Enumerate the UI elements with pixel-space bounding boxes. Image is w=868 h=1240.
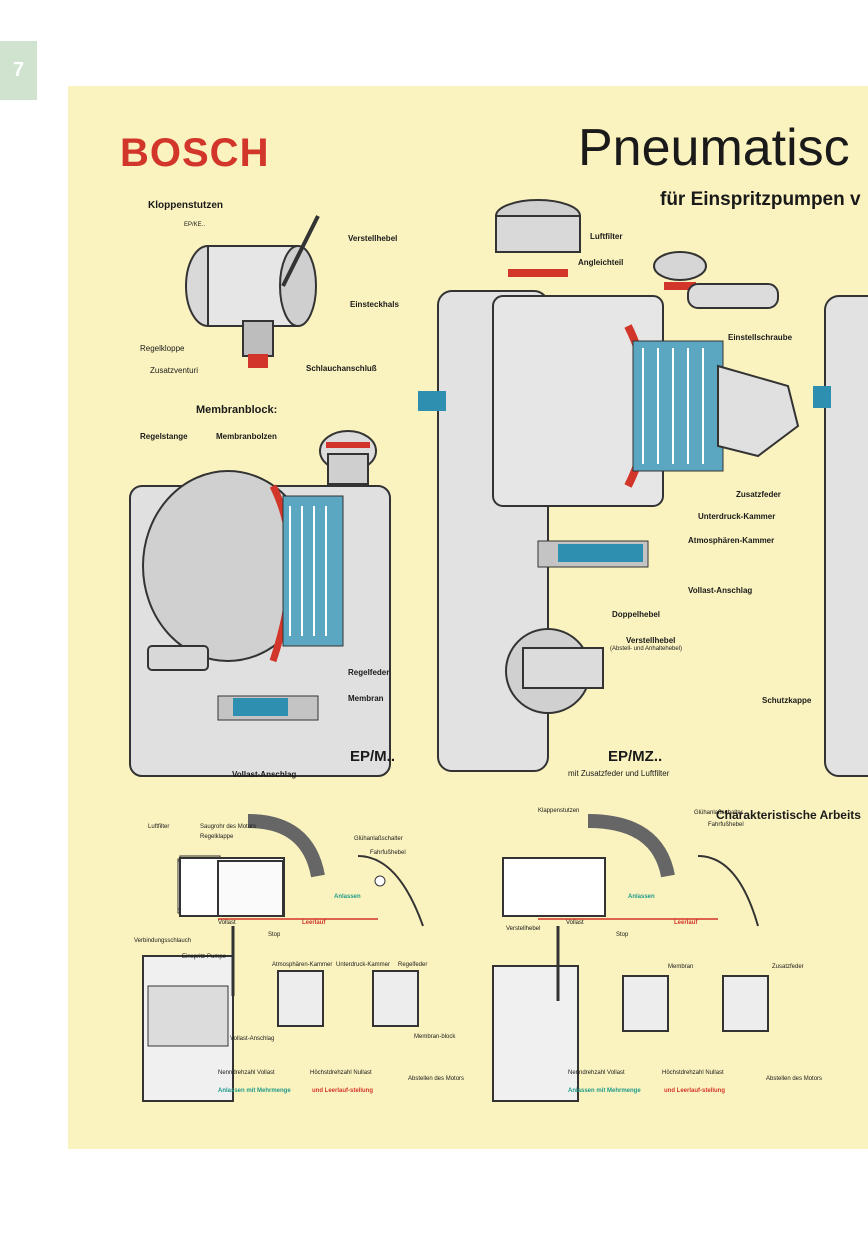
dr-hoechstdrehzahl: Höchstdrehzahl Nullast	[662, 1070, 724, 1076]
label-angleichteil: Angleichteil	[578, 258, 624, 267]
kloppenstutzen-heading: Kloppenstutzen	[148, 200, 223, 211]
dr-gluehanlass: Glühanlaßschalter	[694, 810, 743, 816]
dr-verstellhebel: Verstellhebel	[506, 926, 541, 932]
dr-klappenstutzen: Klappenstutzen	[538, 808, 580, 814]
label-regelkloppe: Regelkloppe	[140, 344, 185, 353]
dl-vollast: Vollast	[218, 920, 236, 926]
ep-mz-illustration	[418, 199, 800, 772]
dl-unterdruck: Unterdruck-Kammer	[336, 962, 391, 968]
model-ep-m: EP/M..	[350, 748, 396, 765]
dl-verbindungsschlauch: Verbindungsschlauch	[134, 938, 192, 944]
dl-luftfilter: Luftfilter	[148, 824, 170, 830]
label-abstellhebel: (Abstell- und Anhaltehebel)	[610, 646, 683, 652]
dr-stop: Stop	[616, 932, 629, 938]
label-vollast-anschlag-left: Vollast-Anschlag	[232, 770, 297, 779]
dr-zusatzfeder: Zusatzfeder	[772, 964, 804, 970]
dr-anlassen: Anlassen	[628, 894, 655, 900]
label-vollast-anschlag-center: Vollast-Anschlag	[688, 586, 753, 595]
bosch-poster: BOSCH Pneumatisc für Einspritzpumpen v K…	[68, 86, 868, 1149]
dl-membranblock: Membran-block	[414, 1034, 456, 1040]
dl-leerlauf: Leerlauf	[302, 920, 326, 926]
dl-regelklappe: Regelklappe	[200, 834, 234, 840]
model-ep-mz-sub: mit Zusatzfeder und Luftfilter	[568, 769, 670, 778]
dr-abstellen: Abstellen des Motors	[766, 1076, 823, 1082]
label-einstellschraube: Einstellschraube	[728, 333, 793, 342]
membranblock-illustration	[129, 430, 391, 777]
dl-einspritz-pumpe: Einspritz-Pumpe	[182, 954, 227, 960]
label-einsteckhals: Einsteckhals	[350, 300, 399, 309]
dr-anlassen-mehrmenge: Anlassen mit Mehrmenge	[568, 1088, 641, 1094]
model-ep-mz: EP/MZ..	[608, 748, 663, 765]
label-membran: Membran	[348, 694, 384, 703]
dl-saugrohr: Saugrohr des Motors	[200, 824, 257, 830]
dl-nenndrehzahl: Nenndrehzahl Vollast	[218, 1070, 275, 1076]
schematic-left	[142, 814, 424, 1102]
dr-fahrfusshebel: Fahrfußhebel	[708, 822, 744, 828]
label-atmosphaeren-kammer: Atmosphären-Kammer	[688, 536, 775, 545]
kloppenstutzen-sub: EP/KE..	[184, 222, 206, 228]
schematic-right	[492, 814, 769, 1102]
dl-leerlaufstellung: und Leerlauf-stellung	[312, 1088, 374, 1094]
dl-anlassen: Anlassen	[334, 894, 361, 900]
label-zusatzventuri: Zusatzventuri	[150, 366, 199, 375]
dl-hoechstdrehzahl: Höchstdrehzahl Nullast	[310, 1070, 372, 1076]
label-doppelhebel: Doppelhebel	[612, 610, 661, 619]
poster-illustrations	[129, 199, 868, 1102]
dl-atmosphaeren: Atmosphären-Kammer	[272, 962, 333, 968]
dr-nenndrehzahl: Nenndrehzahl Vollast	[568, 1070, 625, 1076]
right-pump-illustration	[813, 295, 868, 777]
dl-regelfeder: Regelfeder	[398, 962, 428, 968]
kloppenstutzen-illustration	[185, 215, 320, 368]
label-luftfilter: Luftfilter	[590, 232, 623, 241]
dr-leerlauf: Leerlauf	[674, 920, 698, 926]
label-verstellhebel: Verstellhebel	[348, 234, 398, 243]
dl-stop: Stop	[268, 932, 281, 938]
page-number-badge: 7	[0, 41, 37, 100]
dl-fahrfusshebel: Fahrfußhebel	[370, 850, 406, 856]
label-schlauchanschluss: Schlauchanschluß	[306, 364, 377, 373]
dr-leerlaufstellung: und Leerlauf-stellung	[664, 1088, 726, 1094]
dl-anlassen-mehrmenge: Anlassen mit Mehrmenge	[218, 1088, 291, 1094]
dl-abstellen: Abstellen des Motors	[408, 1076, 465, 1082]
label-membranbolzen: Membranbolzen	[216, 432, 277, 441]
poster-title: Pneumatisc	[578, 119, 850, 177]
section-heading: Charakteristische Arbeits	[716, 808, 861, 822]
label-regelfeder: Regelfeder	[348, 668, 390, 677]
dr-vollast: Vollast	[566, 920, 584, 926]
label-unterdruck-kammer: Unterdruck-Kammer	[698, 512, 776, 521]
dl-vollast-anschlag: Vollast-Anschlag	[230, 1036, 275, 1042]
bosch-logo: BOSCH	[120, 131, 270, 175]
poster-subtitle: für Einspritzpumpen v	[660, 189, 861, 210]
label-regelstange: Regelstange	[140, 432, 188, 441]
membranblock-heading: Membranblock:	[196, 404, 278, 416]
label-schutzkappe: Schutzkappe	[762, 696, 812, 705]
dr-membran: Membran	[668, 964, 694, 970]
label-verstellhebel-center: Verstellhebel	[626, 636, 676, 645]
dl-gluehanlass: Glühanlaßschalter	[354, 836, 403, 842]
label-zusatzfeder: Zusatzfeder	[736, 490, 781, 499]
